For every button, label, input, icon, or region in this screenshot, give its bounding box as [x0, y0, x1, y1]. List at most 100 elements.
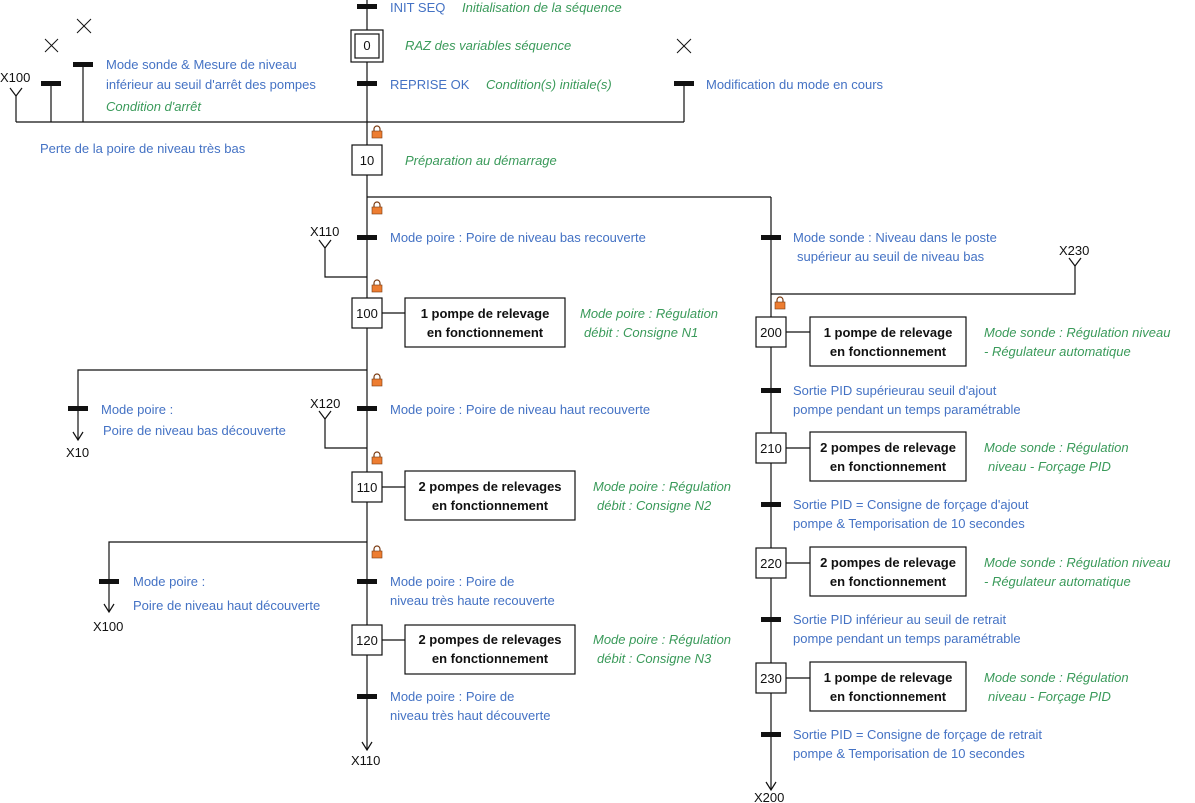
step-120	[351, 624, 383, 656]
t-bas-label: Mode poire : Poire de niveau bas recouve…	[390, 230, 646, 245]
t-220-line1: Sortie PID inférieur au seuil de retrait	[793, 612, 1007, 627]
step-100	[351, 297, 383, 329]
reprise-comment: Condition(s) initiale(s)	[486, 77, 612, 92]
lock-icon	[371, 279, 383, 293]
transition-stop-4	[674, 81, 694, 86]
comment-120-line2: débit : Consigne N3	[597, 651, 712, 666]
t-200-line2: pompe pendant un temps paramétrable	[793, 402, 1021, 417]
arrow-x200-bottom	[765, 781, 777, 792]
transition-haut-dec	[99, 579, 119, 584]
x120-v	[318, 410, 332, 420]
comment-230-line1: Mode sonde : Régulation	[984, 670, 1129, 685]
action-box-200	[809, 316, 967, 367]
close-icon	[676, 38, 692, 54]
x100-bottom-label: X100	[93, 619, 123, 634]
action-230-line1: 1 pompe de relevage	[824, 670, 953, 685]
step-110-num: 110	[357, 480, 378, 495]
reprise-label: REPRISE OK	[390, 77, 470, 92]
x120-return	[324, 418, 367, 449]
transition-stop-2	[41, 81, 61, 86]
stop-perte: Perte de la poire de niveau très bas	[40, 141, 246, 156]
x110-return	[324, 247, 367, 278]
x110-top-label: X110	[310, 224, 339, 239]
x110-bottom-label: X110	[351, 753, 380, 768]
comment-210-line1: Mode sonde : Régulation	[984, 440, 1129, 455]
comment-110-line1: Mode poire : Régulation	[593, 479, 731, 494]
comment-110-line2: débit : Consigne N2	[597, 498, 712, 513]
stop-cond-line2: inférieur au seuil d'arrêt des pompes	[106, 77, 316, 92]
arrow-x110-bottom	[361, 741, 373, 752]
transition-sonde	[761, 235, 781, 240]
x230-v	[1068, 257, 1082, 267]
action-box-110	[404, 470, 576, 521]
x230-top-label: X230	[1059, 243, 1089, 258]
step-100-num: 100	[356, 306, 378, 321]
comment-220-line2: - Régulateur automatique	[984, 574, 1131, 589]
action-230-line2: en fonctionnement	[830, 689, 947, 704]
step-10-num: 10	[360, 153, 374, 168]
comment-100-line1: Mode poire : Régulation	[580, 306, 718, 321]
step-10-comment: Préparation au démarrage	[405, 153, 557, 168]
step-220	[755, 547, 787, 579]
t-200-line1: Sortie PID supérieurau seuil d'ajout	[793, 383, 997, 398]
close-icon	[44, 38, 59, 53]
lock-icon	[371, 125, 383, 139]
step-10	[351, 144, 383, 176]
transition-stop-3	[73, 62, 93, 67]
t-230-line2: pompe & Temporisation de 10 secondes	[793, 746, 1025, 761]
action-210-line1: 2 pompes de relevage	[820, 440, 956, 455]
action-110-line2: en fonctionnement	[432, 498, 549, 513]
step-120-num: 120	[356, 633, 378, 648]
transition-reprise	[357, 81, 377, 86]
action-box-120	[404, 624, 576, 675]
step-210-num: 210	[760, 441, 782, 456]
t-220-line2: pompe pendant un temps paramétrable	[793, 631, 1021, 646]
arrow-x10	[72, 431, 84, 442]
lock-icon	[371, 451, 383, 465]
close-icon	[76, 18, 92, 34]
transition-200	[761, 388, 781, 393]
action-120-line1: 2 pompes de relevages	[418, 632, 561, 647]
step-110	[351, 471, 383, 503]
lock-icon	[371, 373, 383, 387]
x200-bottom-label: X200	[754, 790, 784, 803]
step-200-num: 200	[760, 325, 782, 340]
action-100-line1: 1 pompe de relevage	[421, 306, 550, 321]
transition-210	[761, 502, 781, 507]
t-sonde-line2: supérieur au seuil de niveau bas	[797, 249, 985, 264]
t-tres-haute-line1: Mode poire : Poire de	[390, 574, 514, 589]
action-100-line2: en fonctionnement	[427, 325, 544, 340]
action-210-line2: en fonctionnement	[830, 459, 947, 474]
comment-220-line1: Mode sonde : Régulation niveau	[984, 555, 1170, 570]
comment-120-line1: Mode poire : Régulation	[593, 632, 731, 647]
stop-x100-v	[9, 87, 23, 97]
action-200-line2: en fonctionnement	[830, 344, 947, 359]
stop-modif: Modification du mode en cours	[706, 77, 884, 92]
lock-icon	[371, 545, 383, 559]
t-210-line1: Sortie PID = Consigne de forçage d'ajout	[793, 497, 1029, 512]
transition-bas	[357, 235, 377, 240]
step-230	[755, 662, 787, 694]
action-220-line1: 2 pompes de relevage	[820, 555, 956, 570]
t-tres-haute-line2: niveau très haute recouverte	[390, 593, 555, 608]
action-120-line2: en fonctionnement	[432, 651, 549, 666]
transition-230	[761, 732, 781, 737]
action-box-220	[809, 546, 967, 597]
t-230-line1: Sortie PID = Consigne de forçage de retr…	[793, 727, 1042, 742]
action-220-line2: en fonctionnement	[830, 574, 947, 589]
action-box-210	[809, 431, 967, 482]
t-bas-dec-line2: Poire de niveau bas découverte	[103, 423, 286, 438]
stop-cond-line1: Mode sonde & Mesure de niveau	[106, 57, 297, 72]
t-tres-haut-dec-line2: niveau très haut découverte	[390, 708, 550, 723]
comment-100-line2: débit : Consigne N1	[584, 325, 698, 340]
comment-200-line2: - Régulateur automatique	[984, 344, 1131, 359]
stop-cond-comment: Condition d'arrêt	[106, 99, 202, 114]
lock-icon	[371, 201, 383, 215]
init-label: INIT SEQ	[390, 0, 445, 15]
transition-bas-dec	[68, 406, 88, 411]
t-bas-dec-line1: Mode poire :	[101, 402, 173, 417]
lock-icon	[774, 296, 786, 310]
step-230-num: 230	[760, 671, 782, 686]
